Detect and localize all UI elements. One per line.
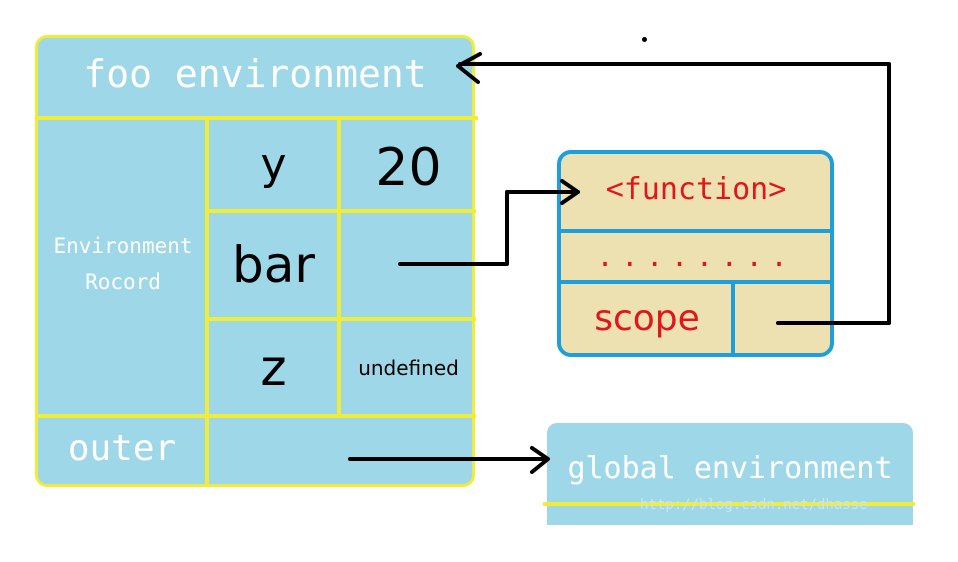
outer-to-global-arrowhead <box>530 446 550 474</box>
foo-header-divider <box>35 116 478 120</box>
foo-outer-divider <box>35 414 476 418</box>
bar-to-function-arrow <box>398 190 580 266</box>
function-title: <function> <box>605 172 787 207</box>
variable-value-z: undefined <box>358 355 459 380</box>
scope-label: scope <box>594 298 700 339</box>
global-environment-title: global environment <box>567 451 893 486</box>
variable-name-y: y <box>260 139 287 190</box>
stray-dot <box>642 37 647 42</box>
foo-row-divider <box>208 317 476 321</box>
bar-to-function-arrowhead <box>560 179 580 205</box>
environment-record-label-line2: Rocord <box>85 270 161 294</box>
foo-row-divider <box>208 209 476 213</box>
foo-environment-box <box>35 35 475 487</box>
environment-record-label-line1: Environment <box>53 234 193 258</box>
global-environment-underline <box>543 502 915 506</box>
foo-environment-title: foo environment <box>83 52 427 96</box>
scope-to-foo-arrowhead <box>456 52 482 84</box>
outer-label: outer <box>67 428 177 469</box>
function-column-divider <box>731 280 735 355</box>
environment-record-label: Environment Rocord <box>38 228 208 300</box>
foo-column-divider <box>337 116 341 416</box>
foo-column-divider <box>205 116 209 487</box>
scope-to-foo-arrow <box>458 62 891 325</box>
variable-value-y: 20 <box>375 137 442 198</box>
function-row-divider <box>557 229 834 233</box>
variable-name-z: z <box>260 338 287 397</box>
global-environment-box <box>547 423 913 525</box>
function-dots: ........ <box>596 240 796 273</box>
watermark: http://blog.csdn.net/dhasse <box>640 497 868 513</box>
function-row-divider <box>557 280 834 284</box>
variable-name-bar: bar <box>232 236 315 294</box>
